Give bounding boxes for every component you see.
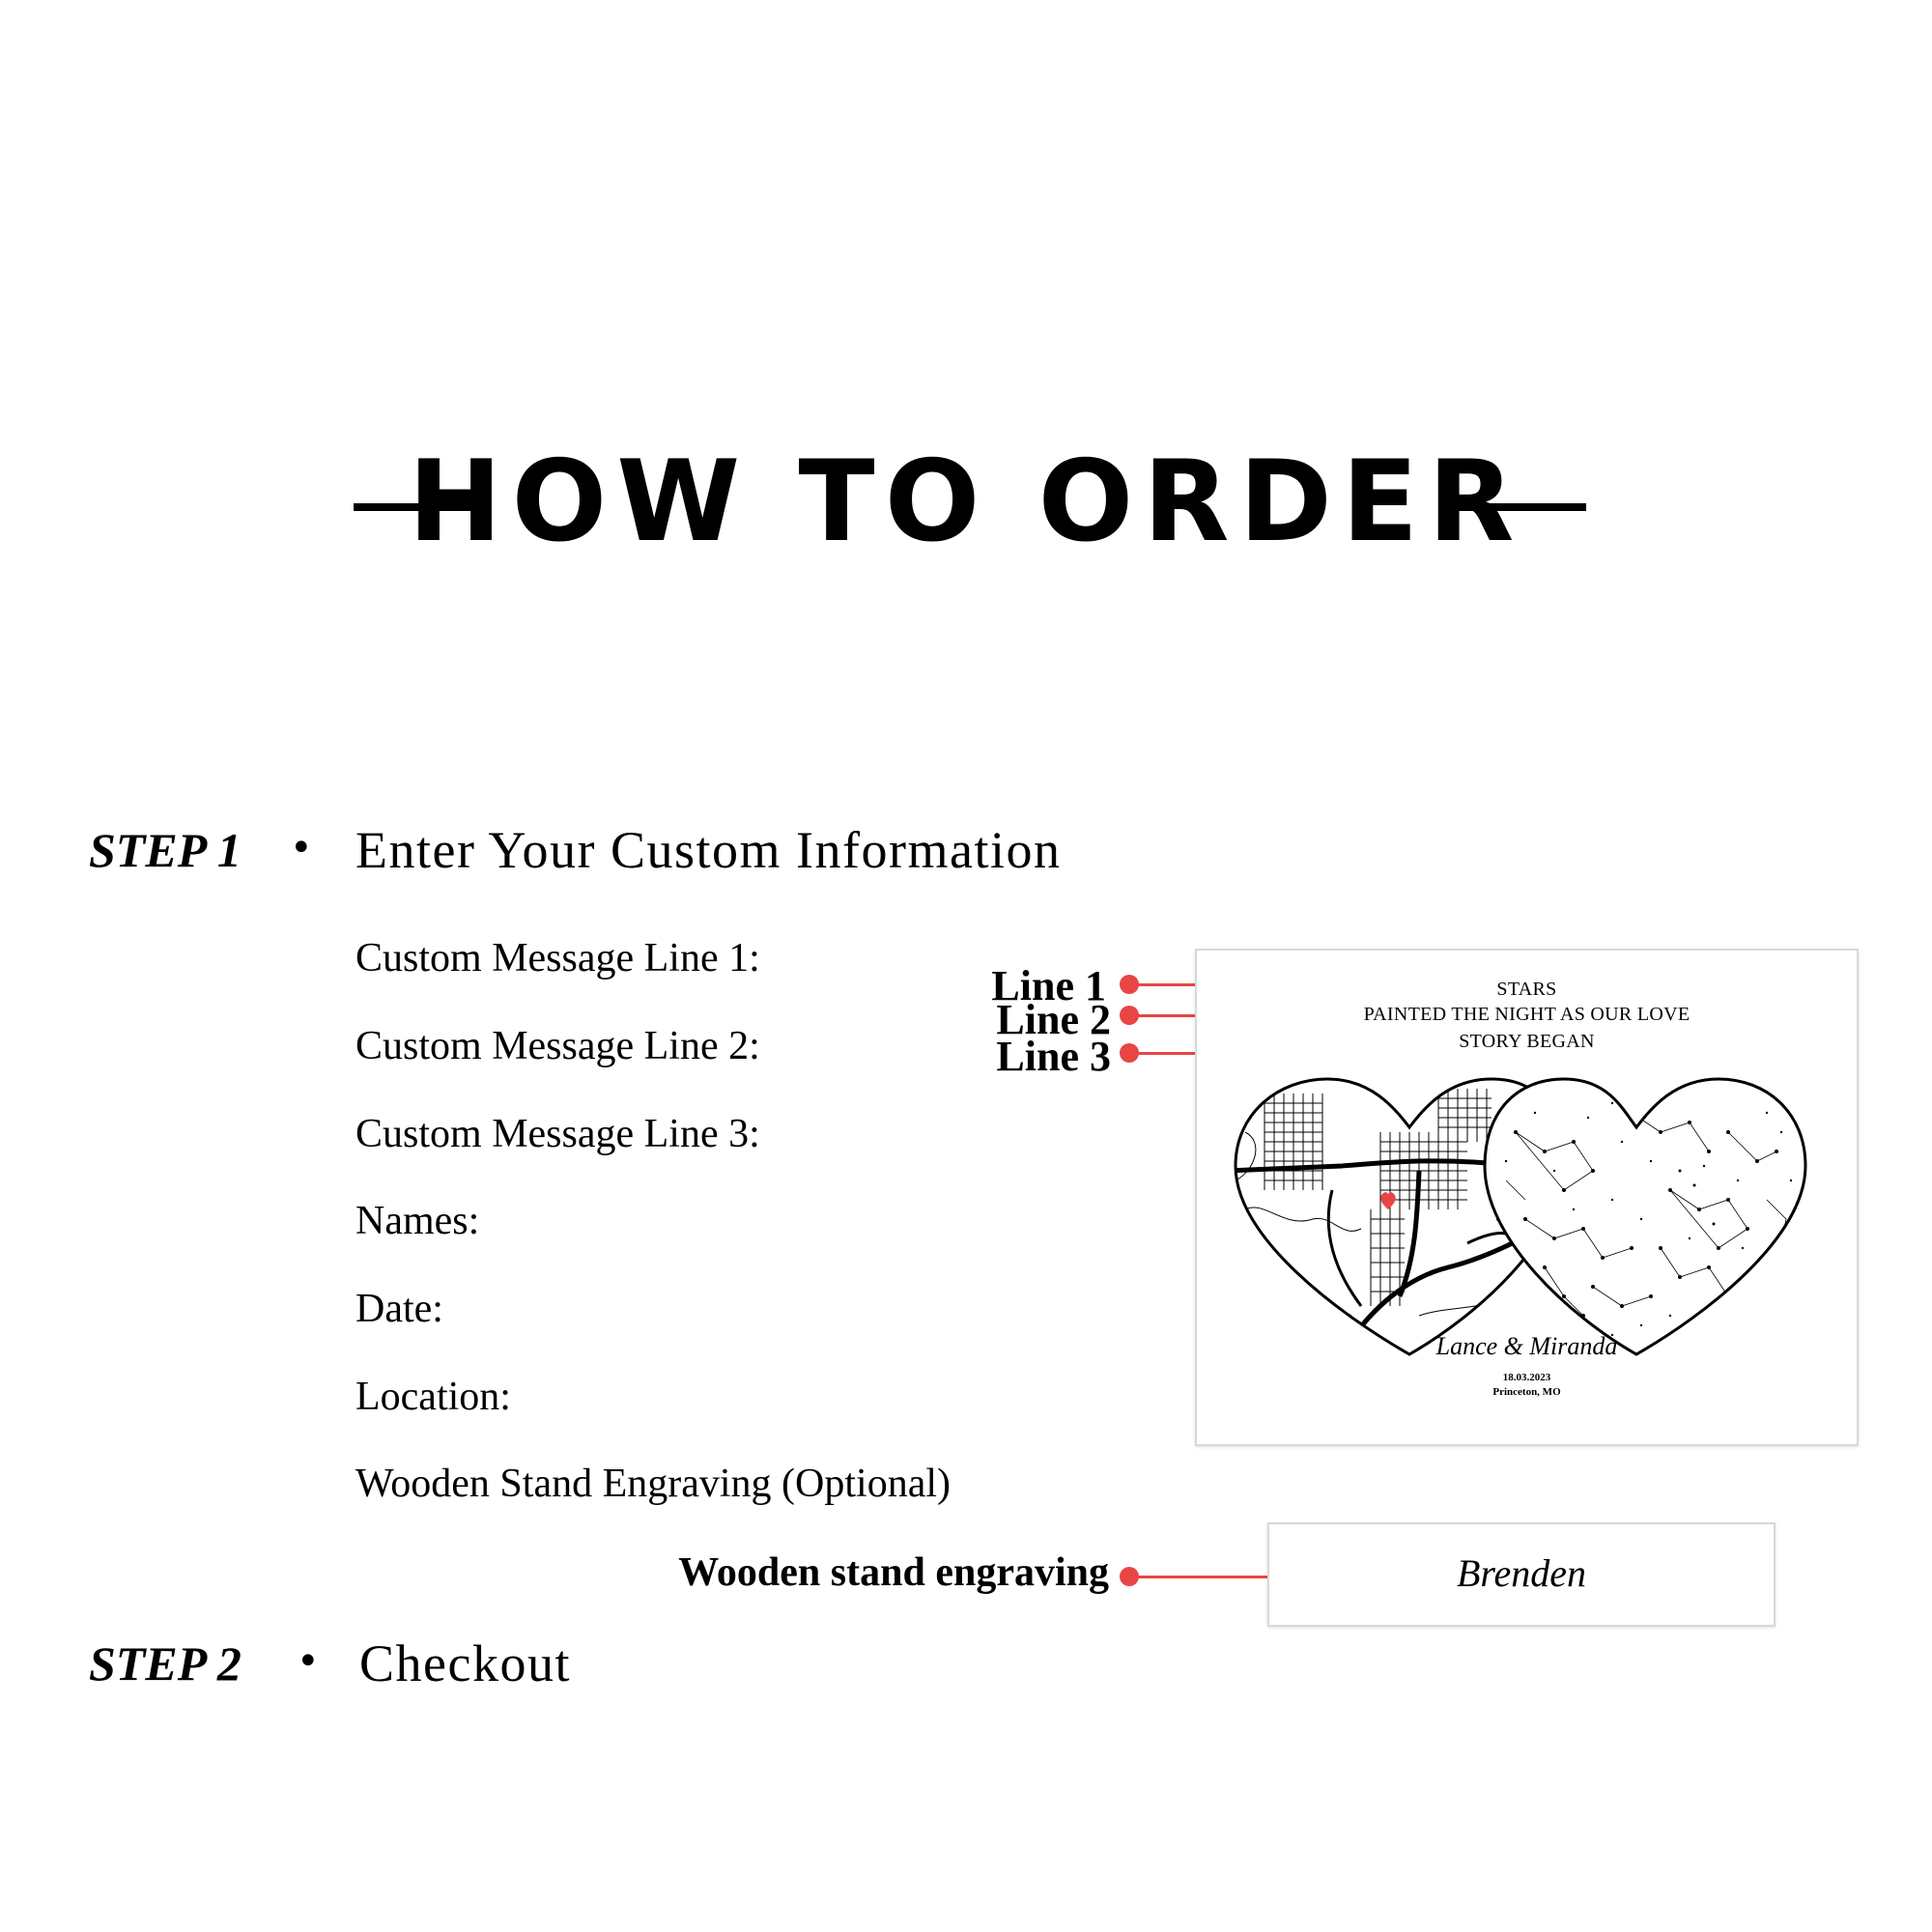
poster-message-line-1: STARS — [1496, 979, 1557, 1000]
field-location: Location: — [355, 1375, 511, 1419]
annotation-line-3-label: Line 3 — [996, 1033, 1111, 1080]
annotation-engraving-connector — [1129, 1576, 1371, 1578]
double-heart-map-star-illustration — [1234, 1077, 1807, 1356]
annotation-engraving-label: Wooden stand engraving — [678, 1550, 1109, 1595]
annotation-line-1-label: Line 1 — [991, 962, 1106, 1009]
step-2-title: Checkout — [359, 1634, 571, 1692]
page-title: HOW TO ORDER — [408, 437, 1524, 567]
step-1-title: Enter Your Custom Information — [355, 821, 1062, 879]
poster-message-line-2: PAINTED THE NIGHT AS OUR LOVE — [1363, 1004, 1690, 1025]
step-1-bullet: • — [290, 826, 313, 870]
poster-date: 18.03.2023 — [1502, 1372, 1551, 1383]
poster-preview: STARS PAINTED THE NIGHT AS OUR LOVE STOR… — [1195, 949, 1859, 1446]
step-2-bullet: • — [297, 1639, 320, 1684]
engraving-preview: Brenden — [1267, 1522, 1776, 1627]
step-2-label: STEP 2 — [89, 1636, 242, 1690]
poster-location: Princeton, MO — [1492, 1386, 1561, 1398]
annotation-line-2-label: Line 2 — [996, 996, 1111, 1043]
engraving-preview-text: Brenden — [1456, 1551, 1587, 1595]
star-map — [1485, 1079, 1805, 1354]
field-custom-message-line-1: Custom Message Line 1: — [355, 936, 760, 980]
header-rule-right — [1459, 503, 1586, 511]
field-custom-message-line-2: Custom Message Line 2: — [355, 1024, 760, 1068]
poster-names: Lance & Miranda — [1435, 1332, 1618, 1360]
field-names: Names: — [355, 1199, 480, 1243]
field-wooden-stand-engraving: Wooden Stand Engraving (Optional) — [355, 1462, 951, 1506]
field-custom-message-line-3: Custom Message Line 3: — [355, 1112, 760, 1156]
field-date: Date: — [355, 1287, 443, 1331]
step-1-label: STEP 1 — [89, 823, 242, 877]
poster-message-line-3: STORY BEGAN — [1459, 1031, 1595, 1052]
header-rule-left — [354, 503, 481, 511]
